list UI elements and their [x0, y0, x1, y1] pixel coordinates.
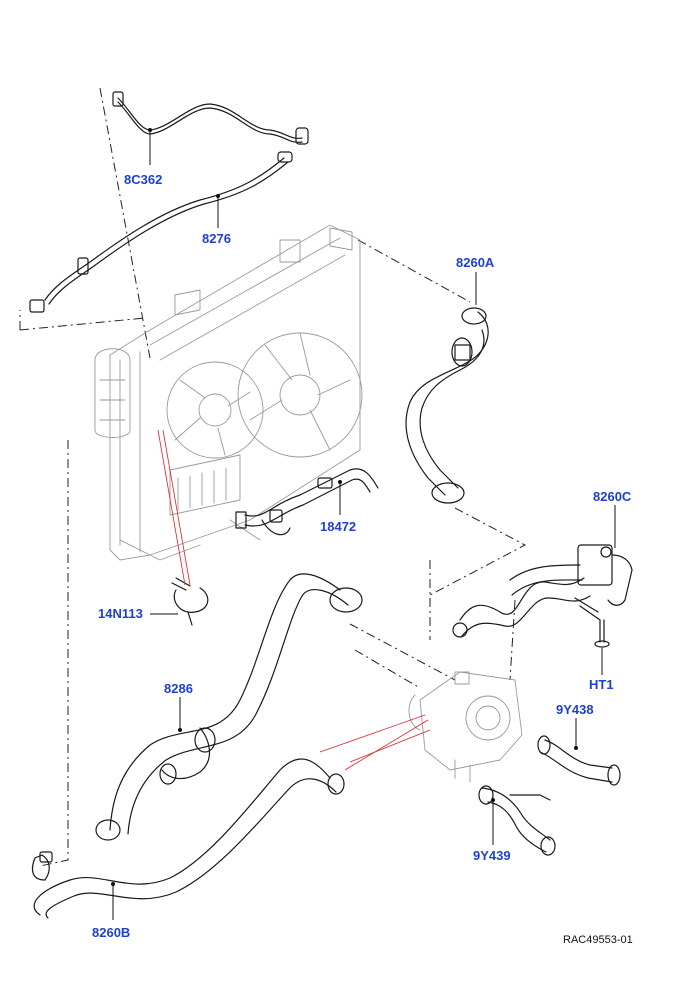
hose-8286 [95, 573, 363, 841]
clip-14n113 [171, 577, 209, 626]
drawing-reference-number: RAC49553-01 [563, 934, 633, 946]
leader-lines [111, 128, 616, 920]
pipe-9y438 [537, 735, 621, 786]
pipe-18472 [235, 468, 379, 536]
radiator-fan-module [94, 224, 363, 561]
bolt-ht1 [594, 619, 610, 648]
pipe-8276 [29, 151, 293, 313]
pipe-9y439 [478, 785, 556, 856]
red-reference-lines [157, 429, 431, 771]
hose-8260b [31, 758, 345, 919]
label-ht1: HT1 [589, 677, 614, 692]
thermostat-housing [408, 671, 523, 783]
label-8260b: 8260B [92, 925, 131, 940]
assembly-lines [19, 87, 527, 867]
label-8c362: 8C362 [124, 172, 163, 187]
hose-8260c [452, 544, 633, 638]
label-18472: 18472 [320, 519, 357, 534]
label-9y438: 9Y438 [556, 702, 594, 717]
hose-8260a [405, 307, 489, 504]
label-8260c: 8260C [593, 489, 632, 504]
harness-8c362 [112, 91, 309, 145]
label-14n113: 14N113 [98, 606, 143, 621]
label-8276: 8276 [202, 231, 231, 246]
label-9y439: 9Y439 [473, 848, 511, 863]
label-8286: 8286 [164, 681, 193, 696]
label-8260a: 8260A [456, 255, 495, 270]
